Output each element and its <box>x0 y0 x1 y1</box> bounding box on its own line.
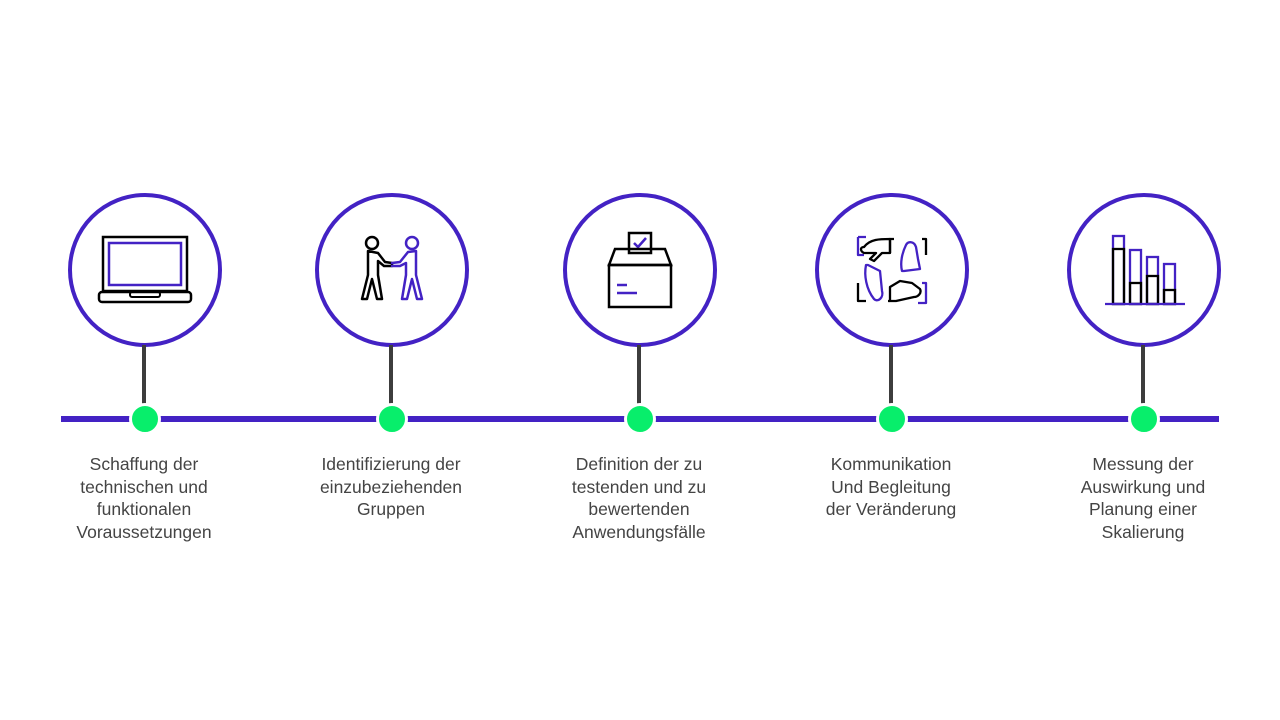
label-line: Und Begleitung <box>831 476 951 497</box>
teamwork-hands-icon <box>856 235 928 305</box>
ballot-box-icon <box>607 231 673 309</box>
step-circle <box>815 193 969 347</box>
handshake-icon <box>360 235 424 301</box>
timeline-step-1: Schaffung der technischen und funktional… <box>24 0 264 720</box>
step-circle <box>68 193 222 347</box>
label-line: Planung einer <box>1089 499 1197 520</box>
label-line: Gruppen <box>356 499 426 520</box>
step-label: Messung der Auswirkung und Planung einer… <box>1023 453 1263 543</box>
timeline-dot <box>129 403 161 435</box>
connector-stem <box>142 345 146 405</box>
label-line: einzubeziehenden <box>319 476 463 497</box>
label-line: Auswirkung und <box>1080 476 1206 497</box>
label-line: Definition der zu <box>575 454 703 474</box>
connector-stem <box>1141 345 1145 405</box>
timeline-dot <box>876 403 908 435</box>
step-label: Definition der zu testenden und zu bewer… <box>519 453 759 543</box>
timeline-step-5: Messung der Auswirkung und Planung einer… <box>1023 0 1263 720</box>
timeline-step-3: Definition der zu testenden und zu bewer… <box>519 0 759 720</box>
label-line: bewertenden <box>588 499 690 520</box>
label-line: Kommunikation <box>830 454 952 474</box>
label-line: Skalierung <box>1101 521 1185 542</box>
label-line: Schaffung der <box>89 454 199 474</box>
timeline-dot <box>624 403 656 435</box>
connector-stem <box>637 345 641 405</box>
connector-stem <box>389 345 393 405</box>
step-circle <box>1067 193 1221 347</box>
label-line: technischen und <box>80 476 208 497</box>
timeline-step-2: Identifizierung der einzubeziehenden Gru… <box>271 0 511 720</box>
timeline-step-4: Kommunikation Und Begleitung der Verände… <box>771 0 1011 720</box>
label-line: Voraussetzungen <box>76 521 212 542</box>
step-circle <box>315 193 469 347</box>
label-line: Identifizierung der <box>321 454 461 474</box>
step-label: Schaffung der technischen und funktional… <box>24 453 264 543</box>
step-label: Kommunikation Und Begleitung der Verände… <box>771 453 1011 521</box>
timeline-dot <box>376 403 408 435</box>
step-circle <box>563 193 717 347</box>
timeline-dot <box>1128 403 1160 435</box>
connector-stem <box>889 345 893 405</box>
label-line: funktionalen <box>96 499 192 520</box>
label-line: der Veränderung <box>825 499 957 520</box>
laptop-icon <box>97 235 193 304</box>
step-label: Identifizierung der einzubeziehenden Gru… <box>271 453 511 521</box>
bar-chart-icon <box>1105 234 1185 306</box>
label-line: testenden und zu <box>571 476 707 497</box>
label-line: Anwendungsfälle <box>572 521 706 542</box>
label-line: Messung der <box>1092 454 1194 474</box>
